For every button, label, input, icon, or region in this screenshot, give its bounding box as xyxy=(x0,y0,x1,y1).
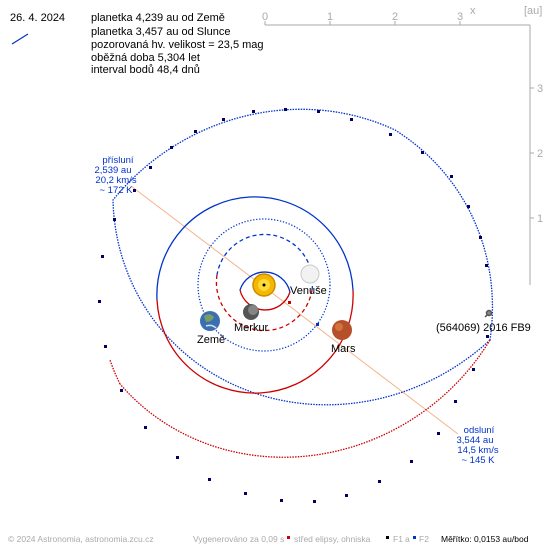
perihelion-title: přísluní xyxy=(102,155,134,166)
orbit-point xyxy=(313,500,316,503)
footer-f2-marker xyxy=(413,536,416,539)
footer-f1-label: F1 xyxy=(393,534,403,544)
earth-orbit xyxy=(197,218,331,352)
axes xyxy=(264,21,534,285)
orbit-point xyxy=(176,456,179,459)
orbit-point xyxy=(208,478,211,481)
aphelion-speed: 14,5 km/s xyxy=(457,445,498,456)
info-distance-sun: planetka 3,457 au od Slunce xyxy=(91,26,230,38)
x-tick-label-2: 2 xyxy=(392,11,398,23)
orbit-point xyxy=(284,108,287,111)
orbit-point xyxy=(421,151,424,154)
venus-icon xyxy=(300,264,320,284)
orbit-point xyxy=(244,492,247,495)
orbit-point xyxy=(98,300,101,303)
orbit-point xyxy=(252,110,255,113)
orbit-point xyxy=(144,426,147,429)
orbit-point xyxy=(450,175,453,178)
mars-icon xyxy=(332,320,352,340)
info-magnitude: pozorovaná hv. velikost = 23,5 mag xyxy=(91,39,264,51)
ellipse-center-marker xyxy=(288,301,291,304)
mercury-orbit-blue xyxy=(239,271,291,293)
asteroid-orbit-red xyxy=(119,339,491,458)
earth-icon xyxy=(200,311,220,331)
orbit-point xyxy=(170,146,173,149)
orbit-point xyxy=(104,345,107,348)
orbit-point xyxy=(133,189,136,192)
focus-f2-marker xyxy=(316,323,319,326)
orbit-point xyxy=(479,236,482,239)
footer-f1-marker xyxy=(386,536,389,539)
orbit-point xyxy=(350,118,353,121)
orbit-point xyxy=(389,133,392,136)
orbit-point xyxy=(101,255,104,258)
date-label: 26. 4. 2024 xyxy=(10,12,65,24)
sun-icon xyxy=(252,273,276,297)
asteroid-orbit xyxy=(109,108,494,458)
asteroid-label: (564069) 2016 FB9 xyxy=(436,322,531,334)
orbit-point xyxy=(120,389,123,392)
info-distance-earth: planetka 4,239 au od Země xyxy=(91,12,225,24)
orbit-direction-arrow-icon xyxy=(11,33,29,45)
orbit-point xyxy=(222,118,225,121)
y-tick-label-2: 2 xyxy=(537,148,543,160)
mercury-label: Merkur xyxy=(234,322,269,334)
footer-scale: Měřítko: 0,0153 au/bod xyxy=(441,534,529,544)
info-point-interval: interval bodů 48,4 dnů xyxy=(91,64,200,76)
orbit-point xyxy=(467,205,470,208)
orbit-point xyxy=(454,400,457,403)
orbit-points xyxy=(98,108,489,503)
orbit-point xyxy=(485,264,488,267)
mercury-orbit-red xyxy=(239,289,291,311)
aphelion-title: odsluní xyxy=(464,425,495,436)
orbit-point xyxy=(345,494,348,497)
asteroid-icon xyxy=(484,309,493,318)
y-tick-label-3: 3 xyxy=(537,83,543,95)
venus-orbit-red xyxy=(215,274,313,332)
orbit-point xyxy=(472,368,475,371)
orbit-point xyxy=(486,335,489,338)
orbit-point xyxy=(410,460,413,463)
x-tick-label-0: 0 xyxy=(262,11,268,23)
footer-generated: Vygenerováno za 0,09 s xyxy=(193,534,284,544)
y-tick-label-1: 1 xyxy=(537,213,543,225)
aphelion-temperature: ~ 145 K xyxy=(461,455,495,466)
mars-orbit-blue xyxy=(156,196,354,301)
orbit-point xyxy=(194,130,197,133)
mercury-icon xyxy=(243,304,259,320)
orbit-point xyxy=(113,218,116,221)
y-axis-unit: [au] xyxy=(524,5,542,17)
perihelion-temperature: ~ 172 K xyxy=(99,185,133,196)
orbit-point xyxy=(437,432,440,435)
x-axis-label: x xyxy=(470,5,476,17)
asteroid-orbit-blue xyxy=(112,108,494,406)
orbit-point xyxy=(280,499,283,502)
perihelion-speed: 20,2 km/s xyxy=(95,175,136,186)
info-period: oběžná doba 5,304 let xyxy=(91,52,200,64)
apsides-line xyxy=(130,185,459,435)
footer-ellipse-marker xyxy=(287,536,290,539)
footer-and-label: a xyxy=(405,534,410,544)
venus-label: Venuše xyxy=(290,285,327,297)
x-tick-label-1: 1 xyxy=(327,11,333,23)
footer-copyright: © 2024 Astronomia, astronomia.zcu.cz xyxy=(8,534,154,544)
perihelion-distance: 2,539 au xyxy=(95,165,132,176)
orbit-point xyxy=(149,166,152,169)
mars-label: Mars xyxy=(331,343,356,355)
asteroid-orbit-red-end xyxy=(109,359,121,385)
x-tick-label-3: 3 xyxy=(457,11,463,23)
orbit-point xyxy=(378,480,381,483)
footer-ellipse-legend: střed elipsy, ohniska xyxy=(294,534,371,544)
earth-label: Země xyxy=(197,334,225,346)
orbit-point xyxy=(317,110,320,113)
footer-f2-label: F2 xyxy=(419,534,429,544)
aphelion-distance: 3,544 au xyxy=(457,435,494,446)
